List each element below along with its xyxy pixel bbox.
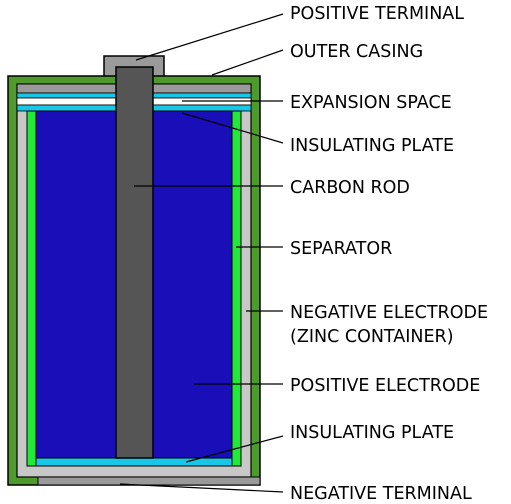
leader-outer-casing [211,49,284,76]
label-separator: SEPARATOR [290,239,392,259]
label-carbon-rod: CARBON ROD [290,178,410,198]
label-negative-electrode-line1: NEGATIVE ELECTRODE [290,303,488,323]
leader-positive-terminal [135,13,284,61]
label-expansion-space: EXPANSION SPACE [290,93,452,113]
insulating-plate-bottom [35,457,233,467]
leader-insulating-plate-bottom [185,435,284,463]
label-outer-casing: OUTER CASING [290,42,423,62]
negative-terminal [37,476,261,486]
label-negative-electrode-line2: (ZINC CONTAINER) [290,327,454,347]
label-insulating-plate-top: INSULATING PLATE [290,136,454,156]
label-negative-terminal: NEGATIVE TERMINAL [290,484,472,504]
leader-insulating-plate-top [181,112,284,144]
label-positive-terminal: POSITIVE TERMINAL [290,4,464,24]
label-positive-electrode: POSITIVE ELECTRODE [290,376,480,396]
label-insulating-plate-bottom: INSULATING PLATE [290,423,454,443]
carbon-rod [115,66,154,459]
leader-negative-terminal [119,483,284,493]
